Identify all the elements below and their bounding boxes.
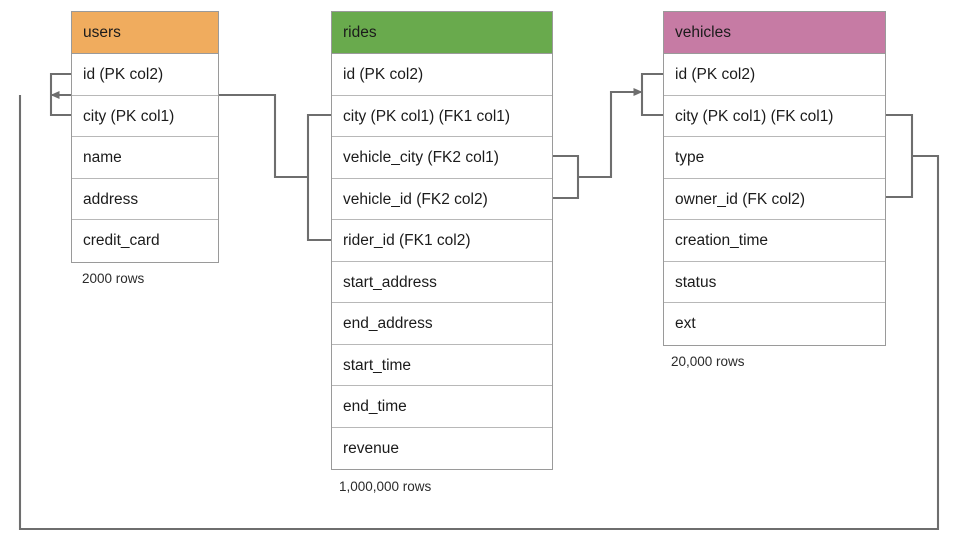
field-row[interactable]: city (PK col1) (FK col1) bbox=[664, 96, 885, 137]
field-row[interactable]: vehicle_id (FK2 col2) bbox=[332, 179, 552, 220]
vehicles-target-bracket bbox=[640, 72, 663, 117]
field-row[interactable]: address bbox=[72, 179, 218, 220]
table-rides[interactable]: rides id (PK col2) city (PK col1) (FK1 c… bbox=[331, 11, 553, 470]
field-row[interactable]: city (PK col1) (FK1 col1) bbox=[332, 96, 552, 137]
vehicles-fk-source-bracket bbox=[886, 113, 914, 199]
table-users[interactable]: users id (PK col2) city (PK col1) name a… bbox=[71, 11, 219, 263]
row-count-rides: 1,000,000 rows bbox=[339, 479, 432, 494]
field-row[interactable]: type bbox=[664, 137, 885, 179]
users-target-bracket bbox=[49, 72, 71, 117]
field-row[interactable]: owner_id (FK col2) bbox=[664, 179, 885, 220]
rides-to-vehicles-wire bbox=[578, 88, 643, 179]
table-header-rides: rides bbox=[332, 12, 552, 54]
field-row[interactable]: revenue bbox=[343, 439, 400, 457]
table-vehicles[interactable]: vehicles id (PK col2) city (PK col1) (FK… bbox=[663, 11, 886, 346]
rides-fk1-source-bracket bbox=[306, 113, 331, 242]
row-count-users: 2000 rows bbox=[82, 271, 145, 286]
field-row[interactable]: id (PK col2) bbox=[664, 54, 885, 96]
field-row[interactable]: rider_id (FK1 col2) bbox=[332, 220, 552, 262]
field-row[interactable]: city (PK col1) bbox=[72, 96, 218, 137]
row-count-vehicles: 20,000 rows bbox=[671, 354, 745, 369]
field-row[interactable]: status bbox=[664, 262, 885, 303]
field-row[interactable]: creation_time bbox=[664, 220, 885, 262]
field-row[interactable]: start_address bbox=[332, 262, 552, 303]
field-row[interactable]: name bbox=[72, 137, 218, 179]
field-row[interactable]: id (PK col2) bbox=[332, 54, 552, 96]
field-row[interactable]: credit_card bbox=[83, 232, 160, 249]
field-row[interactable]: end_address bbox=[332, 303, 552, 345]
field-row[interactable]: ext bbox=[675, 315, 696, 332]
field-row[interactable]: end_time bbox=[332, 386, 552, 428]
field-row[interactable]: start_time bbox=[332, 345, 552, 386]
table-header-users: users bbox=[72, 12, 218, 54]
rides-fk2-source-bracket bbox=[553, 154, 580, 200]
field-row[interactable]: id (PK col2) bbox=[72, 54, 218, 96]
table-header-vehicles: vehicles bbox=[664, 12, 885, 54]
field-row[interactable]: vehicle_city (FK2 col1) bbox=[332, 137, 552, 179]
